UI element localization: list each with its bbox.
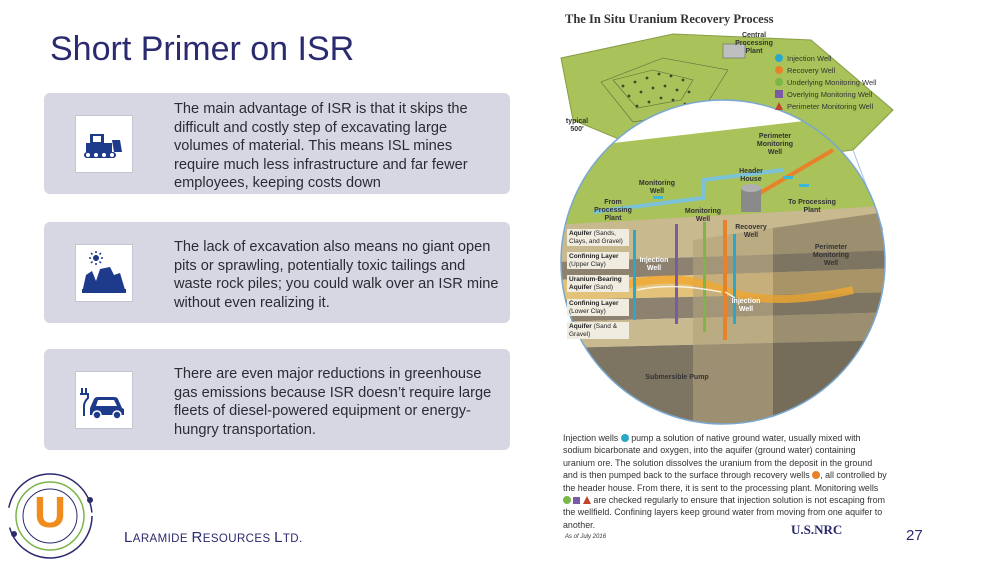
slide-title: Short Primer on ISR bbox=[50, 30, 355, 68]
page-number: 27 bbox=[906, 527, 923, 544]
logo-letter: U bbox=[34, 488, 66, 537]
header-house-label: Header House bbox=[739, 168, 763, 183]
isr-diagram-panel: The In Situ Uranium Recovery Process bbox=[553, 0, 900, 566]
legend-item: Injection Well bbox=[775, 52, 876, 64]
injection-well-symbol bbox=[620, 434, 629, 442]
card-excavation: The main advantage of ISR is that it ski… bbox=[44, 93, 510, 194]
electric-car-icon bbox=[75, 371, 133, 429]
overlying-monitoring-symbol bbox=[573, 497, 581, 505]
monitoring-well-label: Monitoring Well bbox=[638, 180, 676, 195]
diagram-caption: Injection wells pump a solution of nativ… bbox=[563, 433, 887, 530]
perimeter-well-top-label: Perimeter Monitoring Well bbox=[756, 133, 794, 156]
card-no-pits: The lack of excavation also means no gia… bbox=[44, 222, 510, 323]
from-plant-label: From Processing Plant bbox=[594, 199, 632, 222]
card-text: There are even major reductions in green… bbox=[174, 366, 492, 438]
underlying-monitoring-symbol bbox=[563, 496, 571, 505]
layer-label: Aquifer (Sands, Clays, and Gravel) bbox=[567, 229, 629, 246]
recovery-well-symbol bbox=[812, 471, 821, 480]
diagram-legend: Injection Well Recovery Well Underlying … bbox=[775, 52, 876, 112]
card-text: The main advantage of ISR is that it ski… bbox=[174, 101, 468, 191]
injection-well-label: Injection Well bbox=[731, 298, 761, 313]
open-pit-mine-icon bbox=[75, 244, 133, 302]
layer-label: Confining Layer (Upper Clay) bbox=[567, 252, 629, 269]
layer-label: Confining Layer (Lower Clay) bbox=[567, 299, 629, 316]
nrc-logo: U.S.NRC bbox=[791, 522, 843, 537]
submersible-pump-label: Submersible Pump bbox=[645, 374, 709, 381]
layer-label: Uranium-Bearing Aquifer (Sand) bbox=[567, 275, 629, 292]
as-of-date: As of July 2016 bbox=[565, 534, 607, 540]
legend-item: Underlying Monitoring Well bbox=[775, 76, 876, 88]
card-emissions: There are even major reductions in green… bbox=[44, 349, 510, 450]
legend-item: Overlying Monitoring Well bbox=[775, 88, 876, 100]
perimeter-well-right-label: Perimeter Monitoring Well bbox=[812, 244, 850, 267]
recovery-well-label: Recovery Well bbox=[735, 224, 767, 239]
legend-item: Recovery Well bbox=[775, 64, 876, 76]
bulldozer-icon bbox=[75, 115, 133, 173]
layer-label: Aquifer (Sand & Gravel) bbox=[567, 322, 629, 339]
company-logo: U bbox=[4, 470, 96, 562]
central-plant-label: Central Processing Plant bbox=[735, 32, 773, 55]
card-text: The lack of excavation also means no gia… bbox=[174, 239, 499, 311]
company-name: LARAMIDE RESOURCES LTD. bbox=[124, 529, 303, 546]
to-plant-label: To Processing Plant bbox=[788, 199, 836, 214]
perimeter-monitoring-symbol bbox=[582, 496, 591, 505]
monitoring-well-label: Monitoring Well bbox=[684, 208, 722, 223]
typical-distance-label: typical 500' bbox=[565, 118, 589, 133]
isr-diagram-illustration bbox=[560, 33, 894, 425]
diagram-title: The In Situ Uranium Recovery Process bbox=[565, 12, 774, 26]
injection-well-label: Injection Well bbox=[639, 257, 669, 272]
legend-item: Perimeter Monitoring Well bbox=[775, 100, 876, 112]
